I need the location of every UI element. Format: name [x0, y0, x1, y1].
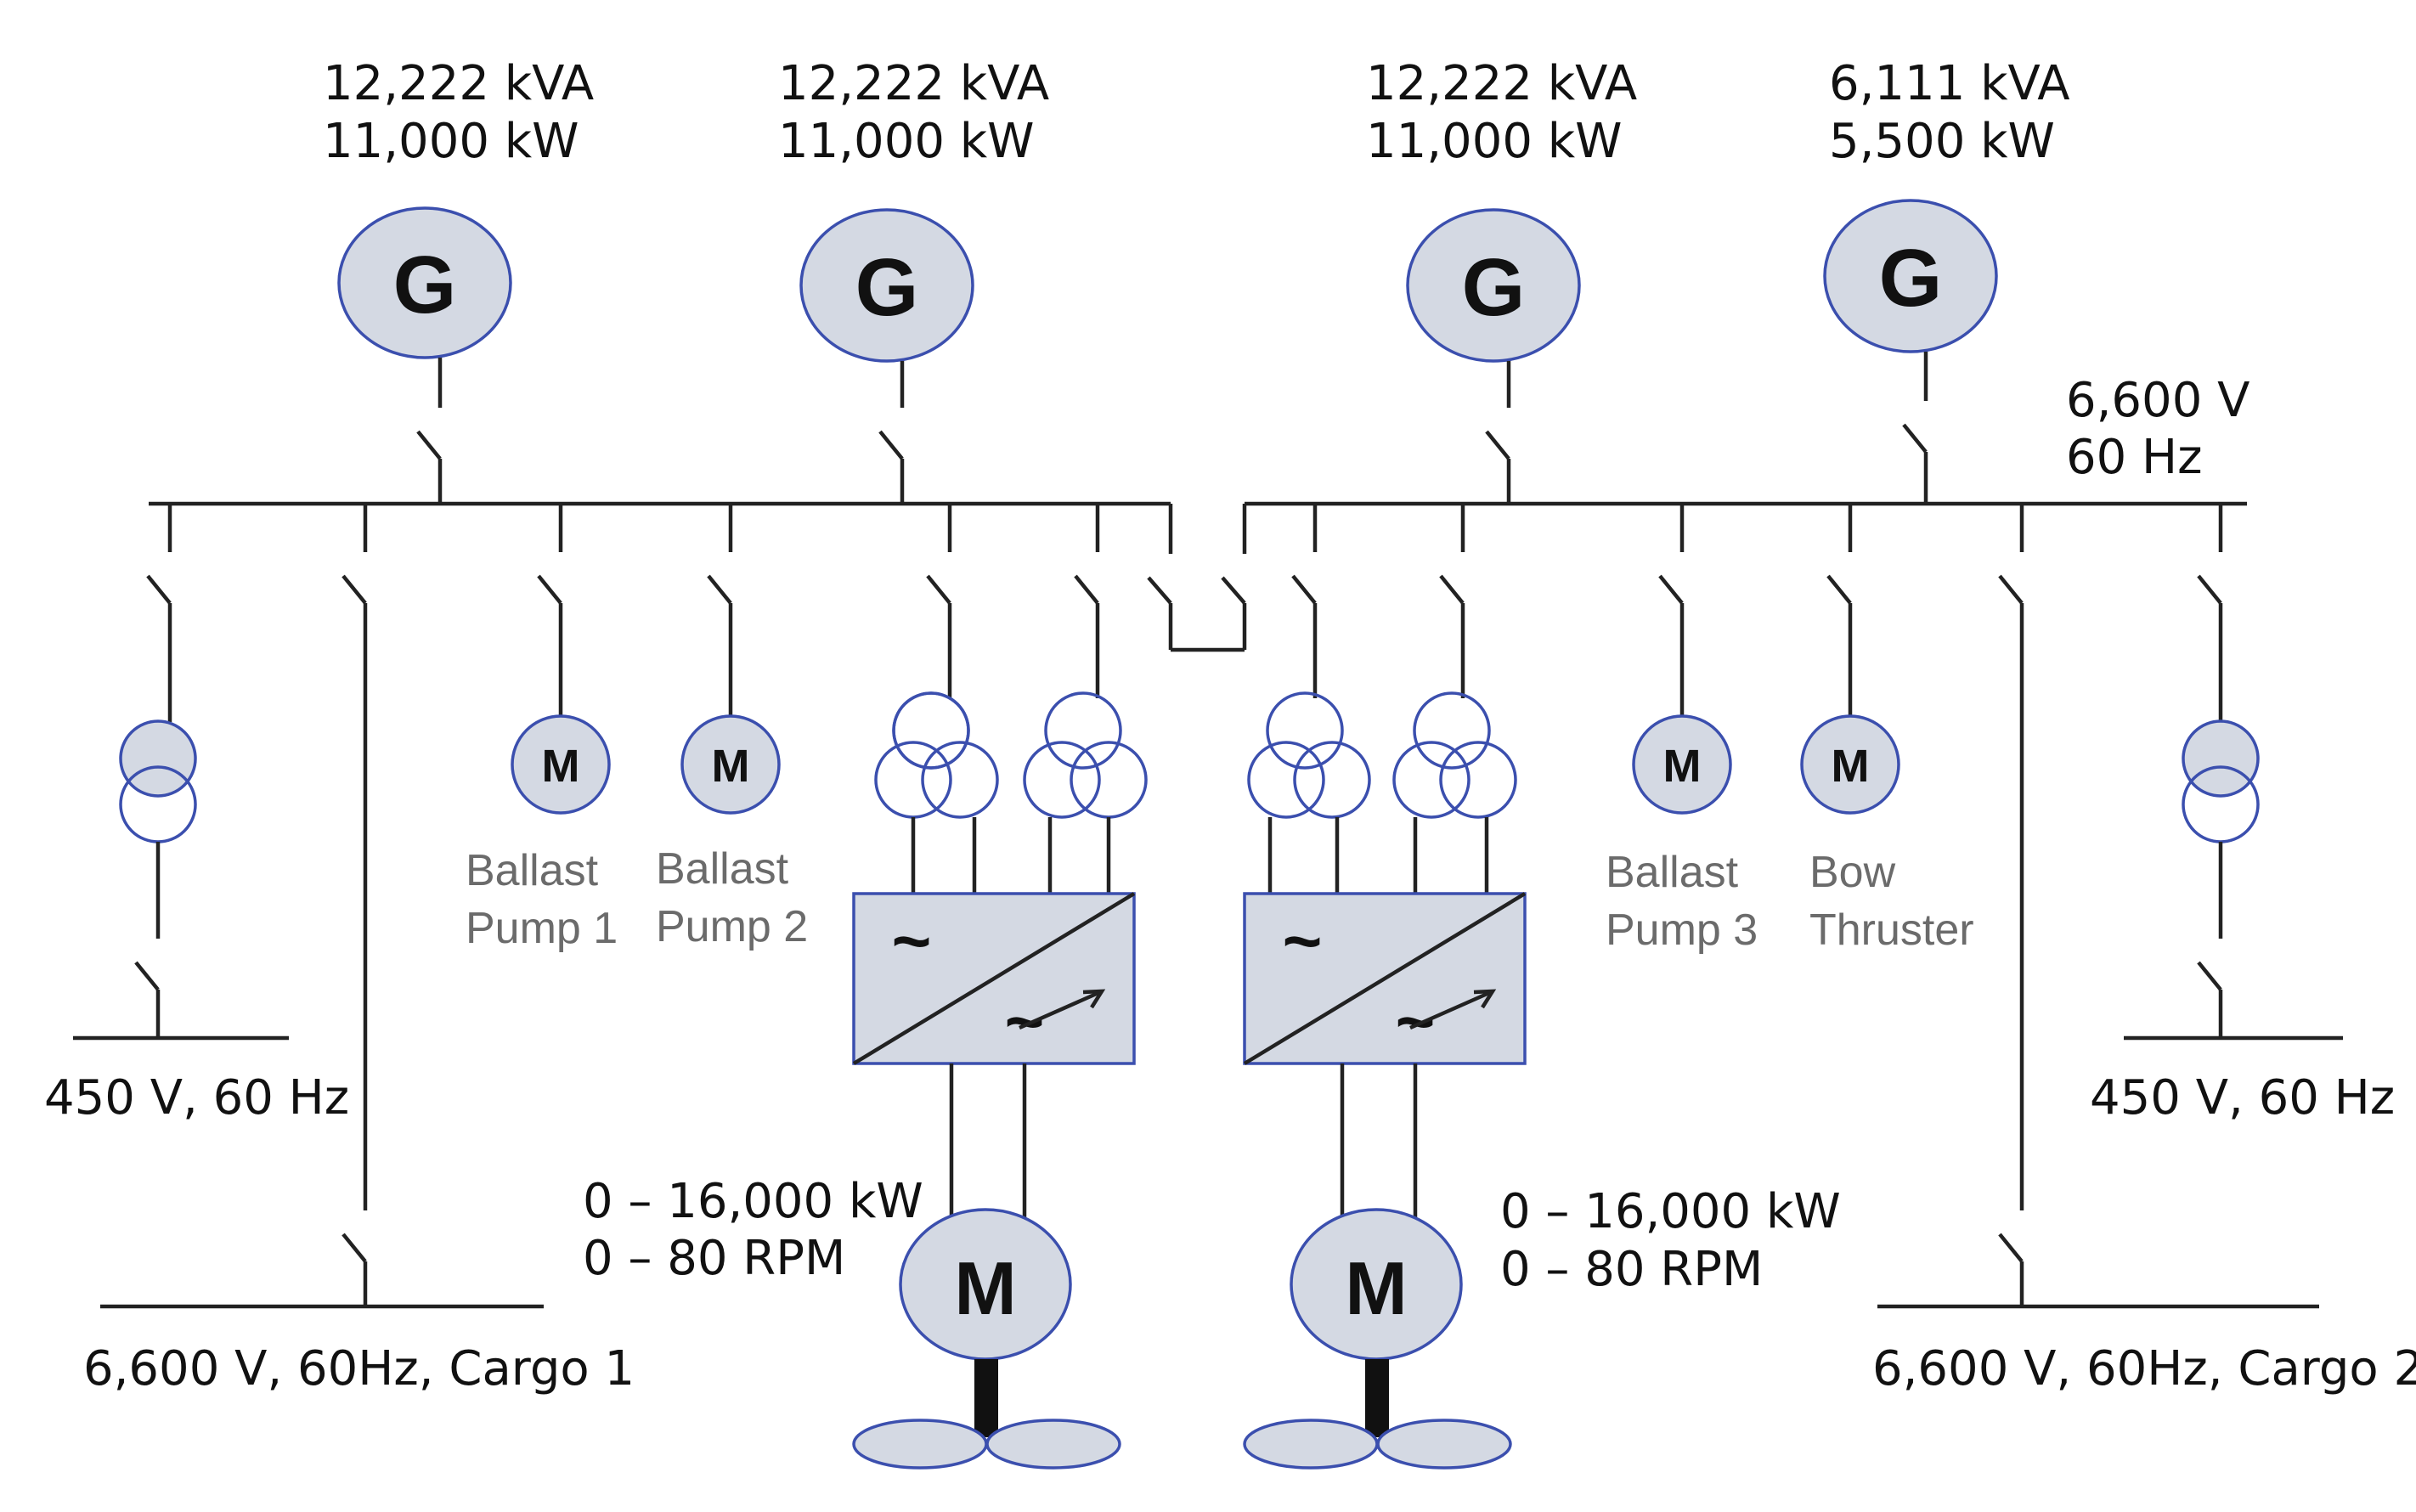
propeller-shaft	[1365, 1359, 1389, 1437]
generator-4-icon	[1823, 199, 1998, 353]
propulsion-1-power: 0 – 16,000 kW	[583, 1174, 923, 1229]
ballast-pump-2-label-2: Pump 2	[656, 902, 808, 951]
three-winding-transformer-icon	[1023, 691, 1148, 819]
cargo-bus-1-label: 6,600 V, 60Hz, Cargo 1	[83, 1341, 635, 1396]
generator-1-kw: 11,000 kW	[323, 114, 579, 169]
propulsion-drive-1: ~ ~ M 0 – 16,000 kW 0 – 80 RPM	[583, 504, 1148, 1470]
bow-thruster-label-1: Bow	[1809, 848, 1896, 897]
cargo-bus-2-label: 6,600 V, 60Hz, Cargo 2	[1872, 1341, 2416, 1396]
cargo-feeder-1: 6,600 V, 60Hz, Cargo 1	[83, 504, 635, 1396]
generator-1: 12,222 kVA 11,000 kW G	[323, 56, 594, 504]
ballast-pump-3-symbol: M	[1663, 741, 1702, 792]
propulsion-1-speed: 0 – 80 RPM	[583, 1231, 845, 1286]
ballast-pump-1-label-1: Ballast	[466, 846, 599, 895]
ballast-pump-3-icon	[1632, 714, 1732, 815]
main-bus-frequency: 60 Hz	[2066, 430, 2203, 485]
converter-ac-in-symbol: ~	[892, 903, 932, 979]
propulsion-2-speed: 0 – 80 RPM	[1500, 1242, 1763, 1297]
transformer-icon	[119, 719, 197, 798]
generator-4-kw: 5,500 kW	[1829, 114, 2055, 169]
ballast-pump-3-label-2: Pump 3	[1606, 906, 1758, 955]
ballast-pump-2: M Ballast Pump 2	[656, 504, 808, 951]
propeller-icon	[1243, 1419, 1379, 1470]
ballast-pump-2-icon	[680, 714, 781, 815]
propulsion-motor-1-symbol: M	[954, 1246, 1016, 1330]
generator-3: 12,222 kVA 11,000 kW G	[1366, 56, 1637, 504]
ballast-pump-3-label-1: Ballast	[1606, 848, 1739, 897]
propulsion-2-power: 0 – 16,000 kW	[1500, 1184, 1841, 1239]
propeller-icon	[852, 1419, 988, 1470]
bus-tie	[1147, 504, 1247, 652]
generator-3-kva: 12,222 kVA	[1366, 56, 1637, 111]
lv-feeder-left: 450 V, 60 Hz	[44, 504, 349, 1126]
ballast-pump-2-symbol: M	[712, 741, 750, 792]
generator-4-symbol: G	[1879, 233, 1943, 324]
generator-3-icon	[1406, 208, 1581, 363]
converter-ac-in-symbol: ~	[1283, 903, 1323, 979]
propeller-shaft	[974, 1359, 998, 1437]
bow-thruster-icon	[1800, 714, 1900, 815]
lv-bus-right-label: 450 V, 60 Hz	[2090, 1070, 2395, 1126]
generator-2-kva: 12,222 kVA	[778, 56, 1049, 111]
ballast-pump-1-icon	[511, 714, 611, 815]
generator-3-kw: 11,000 kW	[1366, 114, 1623, 169]
propulsion-motor-2-symbol: M	[1345, 1246, 1407, 1330]
propulsion-drive-2: ~ ~ M 0 – 16,000 kW 0 – 80 RPM	[1243, 504, 1841, 1470]
bow-thruster-symbol: M	[1832, 741, 1870, 792]
generator-4: 6,111 kVA 5,500 kW G	[1823, 56, 2070, 504]
generator-1-symbol: G	[393, 240, 457, 330]
ballast-pump-1: M Ballast Pump 1	[466, 504, 618, 953]
generator-2: 12,222 kVA 11,000 kW G	[778, 56, 1049, 504]
ballast-pump-1-symbol: M	[542, 741, 580, 792]
generator-2-symbol: G	[855, 242, 919, 333]
transformer-icon	[2182, 719, 2260, 798]
ballast-pump-2-label-1: Ballast	[656, 844, 789, 894]
generator-4-kva: 6,111 kVA	[1829, 56, 2070, 111]
three-winding-transformer-icon	[1247, 691, 1371, 819]
lv-feeder-right: 450 V, 60 Hz	[2090, 504, 2395, 1126]
bow-thruster-label-2: Thruster	[1809, 906, 1974, 955]
generator-2-icon	[799, 208, 974, 363]
generator-1-icon	[337, 206, 512, 359]
generator-1-kva: 12,222 kVA	[323, 56, 594, 111]
main-bus-rating: 6,600 V 60 Hz	[2066, 373, 2249, 485]
ballast-pump-3: M Ballast Pump 3	[1606, 504, 1758, 955]
ballast-pump-1-label-2: Pump 1	[466, 904, 618, 953]
generator-2-kw: 11,000 kW	[778, 114, 1035, 169]
generator-3-symbol: G	[1462, 242, 1526, 333]
cargo-feeder-2: 6,600 V, 60Hz, Cargo 2	[1872, 504, 2416, 1396]
bow-thruster: M Bow Thruster	[1800, 504, 1974, 955]
main-bus-voltage: 6,600 V	[2066, 373, 2249, 428]
three-winding-transformer-icon	[1392, 691, 1517, 819]
three-winding-transformer-icon	[874, 691, 999, 819]
lv-bus-left-label: 450 V, 60 Hz	[44, 1070, 349, 1126]
